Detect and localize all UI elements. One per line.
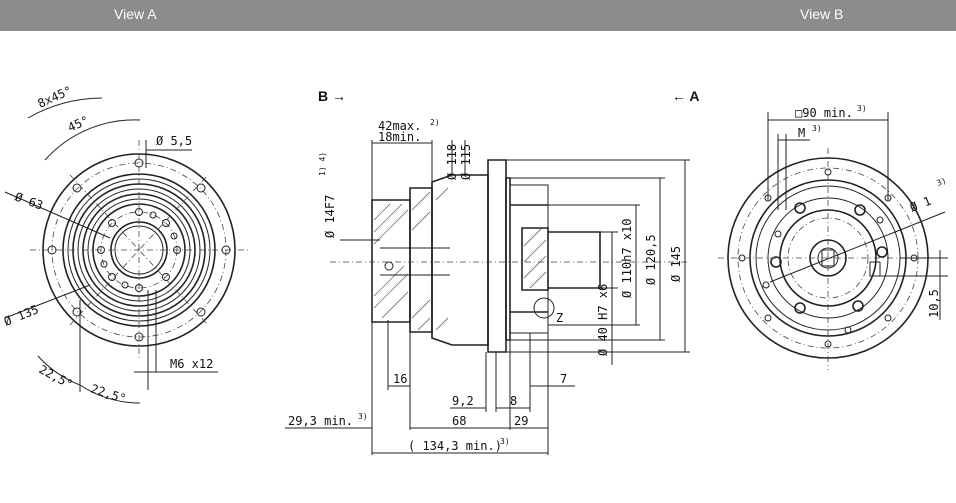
dia-118-label: Ø 118 — [445, 144, 459, 180]
dia-40-label: Ø 40 H7 x6 — [596, 284, 610, 356]
angle-45-label: 45° — [66, 113, 92, 135]
chamfer-label: 8x45° — [36, 83, 75, 110]
m-dim-sup: 3) — [812, 124, 822, 133]
dia-115-label: Ø 115 — [459, 144, 473, 180]
z-detail-label: Z — [556, 311, 563, 325]
view-a-label: View A — [114, 6, 157, 22]
view-b-marker: B → — [318, 88, 346, 104]
outer-135-label: Ø 135 — [2, 302, 41, 329]
len-29-label: 29 — [514, 414, 528, 428]
header-bar: View A View B — [0, 0, 956, 31]
side-view-labels: B → ← A 42max. 2) 18min. Ø 14F7 1) 4) Ø … — [288, 88, 699, 453]
view-a-labels: 8x45° 45° Ø 5,5 Ø 63 Ø 135 22,5° 22,5° M… — [2, 83, 213, 406]
len-16-label: 16 — [393, 372, 407, 386]
angle-a-label: 22,5° — [37, 362, 75, 391]
view-a-drawing — [4, 97, 250, 404]
dia-120-label: Ø 120,5 — [644, 234, 658, 285]
square-dim-sup: 3) — [857, 104, 867, 113]
bore-14-label: Ø 14F7 — [323, 195, 337, 238]
bore-14-sup: 1) 4) — [318, 152, 327, 176]
len-68-label: 68 — [452, 414, 466, 428]
len-8-label: 8 — [510, 394, 517, 408]
square-dim-label: □90 min. — [795, 106, 853, 120]
max-length-label: 42max. — [378, 119, 421, 133]
side-view-drawing — [285, 140, 690, 455]
dia-110-label: Ø 110h7 x10 — [620, 219, 634, 298]
m-dim-label: M — [798, 126, 805, 140]
min-length-label: 18min. — [378, 130, 421, 144]
len-29-3-sup: 3) — [358, 412, 368, 421]
dia-1-sup: 3) — [935, 176, 947, 188]
total-length-sup: 3) — [500, 437, 510, 446]
thread-label: M6 x12 — [170, 357, 213, 371]
hole-dia-label: Ø 5,5 — [156, 134, 192, 148]
view-a-marker: ← A — [672, 88, 699, 104]
max-length-sup: 2) — [430, 118, 440, 127]
dia-145-label: Ø 145 — [669, 246, 683, 282]
angle-b-label: 22,5° — [89, 382, 128, 406]
view-b-drawing — [718, 112, 948, 370]
len-10-5-label: 10,5 — [927, 289, 941, 318]
len-29-3-label: 29,3 min. — [288, 414, 353, 428]
view-b-labels: □90 min. 3) M 3) Ø 1 3) 10,5 — [795, 104, 948, 318]
dia-1-label: Ø 1 — [908, 194, 933, 215]
len-9-2-label: 9,2 — [452, 394, 474, 408]
pcd-63-label: Ø 63 — [13, 190, 45, 213]
len-7-label: 7 — [560, 372, 567, 386]
view-b-label: View B — [800, 6, 844, 22]
total-length-label: ( 134,3 min.) — [408, 439, 502, 453]
